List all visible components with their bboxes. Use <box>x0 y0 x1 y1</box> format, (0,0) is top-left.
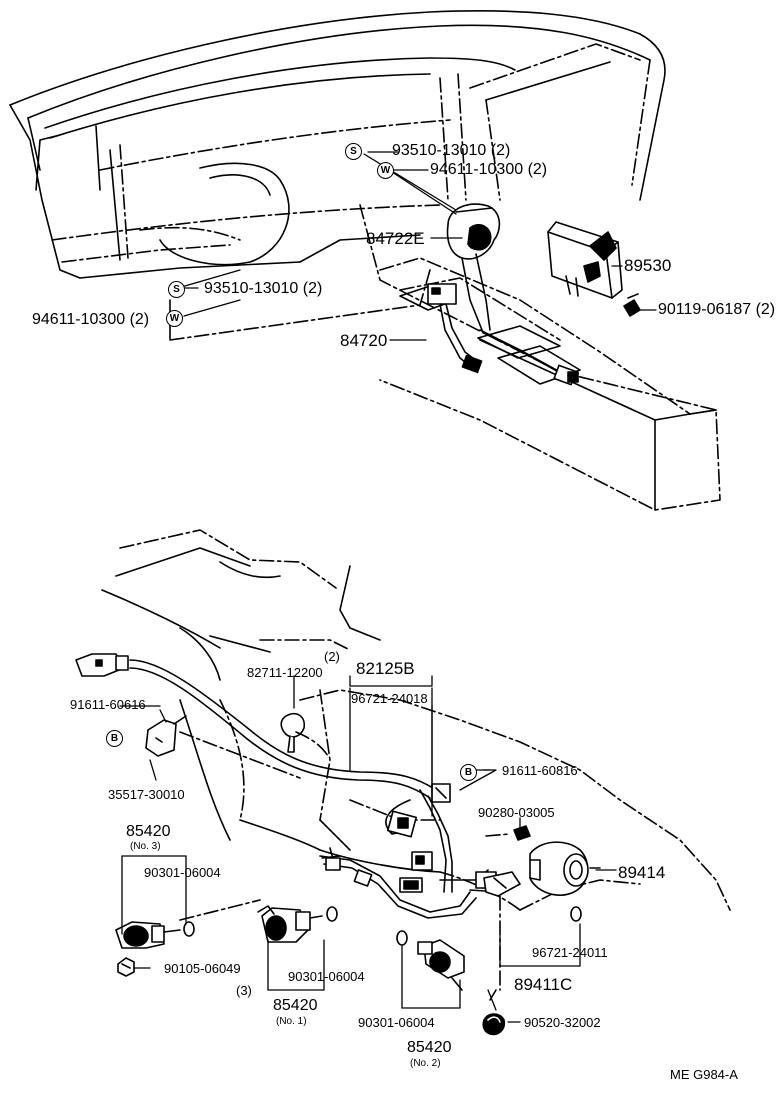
small-parts <box>117 825 582 1036</box>
callout-82711-qty: (2) <box>324 649 340 664</box>
callout-85420-no3: 85420 <box>126 823 171 840</box>
callout-93510-top: 93510-13010 (2) <box>392 142 511 159</box>
callout-90520: 90520-32002 <box>524 1015 601 1030</box>
callout-90105-qty: (3) <box>236 983 252 998</box>
screw-symbol: S <box>345 143 362 160</box>
solenoid-85420-no2 <box>417 939 465 991</box>
callout-91611-60816: 91611-60816 <box>502 763 578 778</box>
solenoid-85420-no3 <box>115 899 261 949</box>
callout-89411C: 89411C <box>514 975 573 994</box>
shift-lock-solenoid-84722E <box>446 203 501 331</box>
callout-82711: 82711-12200 <box>247 665 323 680</box>
callout-94611-top: 94611-10300 (2) <box>430 161 548 178</box>
callout-90301-c: 90301-06004 <box>358 1015 435 1030</box>
harness-82125B <box>75 653 515 919</box>
speed-sensor-89414 <box>529 841 601 896</box>
callout-90301-b: 90301-06004 <box>288 969 365 984</box>
screw-90119 <box>623 293 641 317</box>
callout-84720: 84720 <box>340 331 388 350</box>
leader-lines-top <box>177 151 657 341</box>
computer-89530 <box>547 221 623 299</box>
screw-symbol: S <box>168 281 185 298</box>
shift-lock-harness-84720 <box>427 283 579 386</box>
callout-96721-top: 96721-24018 <box>351 691 428 706</box>
callout-35517: 35517-30010 <box>108 787 185 802</box>
callout-82125B: 82125B <box>356 659 415 678</box>
callout-85420-no3-sub: (No. 3) <box>130 841 161 852</box>
bracket-35517 <box>145 715 301 779</box>
callout-90105: 90105-06049 <box>164 961 241 976</box>
callout-93510-left: 93510-13010 (2) <box>204 280 323 297</box>
callout-89530: 89530 <box>624 256 672 275</box>
callout-85420-no2: 85420 <box>407 1039 452 1056</box>
callout-85420-no1: 85420 <box>273 997 318 1014</box>
solenoid-85420-no1 <box>257 905 323 943</box>
figure-code: ME G984-A <box>670 1067 738 1082</box>
callout-90119: 90119-06187 (2) <box>658 301 776 318</box>
callout-85420-no2-sub: (No. 2) <box>410 1058 441 1069</box>
washer-symbol: W <box>377 162 394 179</box>
callout-91611-60616: 91611-60616 <box>70 697 146 712</box>
callout-90280: 90280-03005 <box>478 805 555 820</box>
callout-85420-no1-sub: (No. 1) <box>276 1016 307 1027</box>
leader-lines-bottom <box>119 675 617 1023</box>
callout-96721-bottom: 96721-24011 <box>532 945 608 960</box>
washer-symbol: W <box>166 310 183 327</box>
bolt-symbol: B <box>460 764 477 781</box>
transmission-illustration <box>101 529 731 911</box>
clamp-82711 <box>280 712 329 757</box>
callout-90301-a: 90301-06004 <box>144 865 221 880</box>
bolt-symbol: B <box>106 730 123 747</box>
callout-94611-left: 94611-10300 (2) <box>32 311 150 328</box>
callout-89414: 89414 <box>618 863 666 882</box>
callout-84722E: 84722E <box>366 229 425 248</box>
instrument-panel-illustration <box>9 10 721 511</box>
